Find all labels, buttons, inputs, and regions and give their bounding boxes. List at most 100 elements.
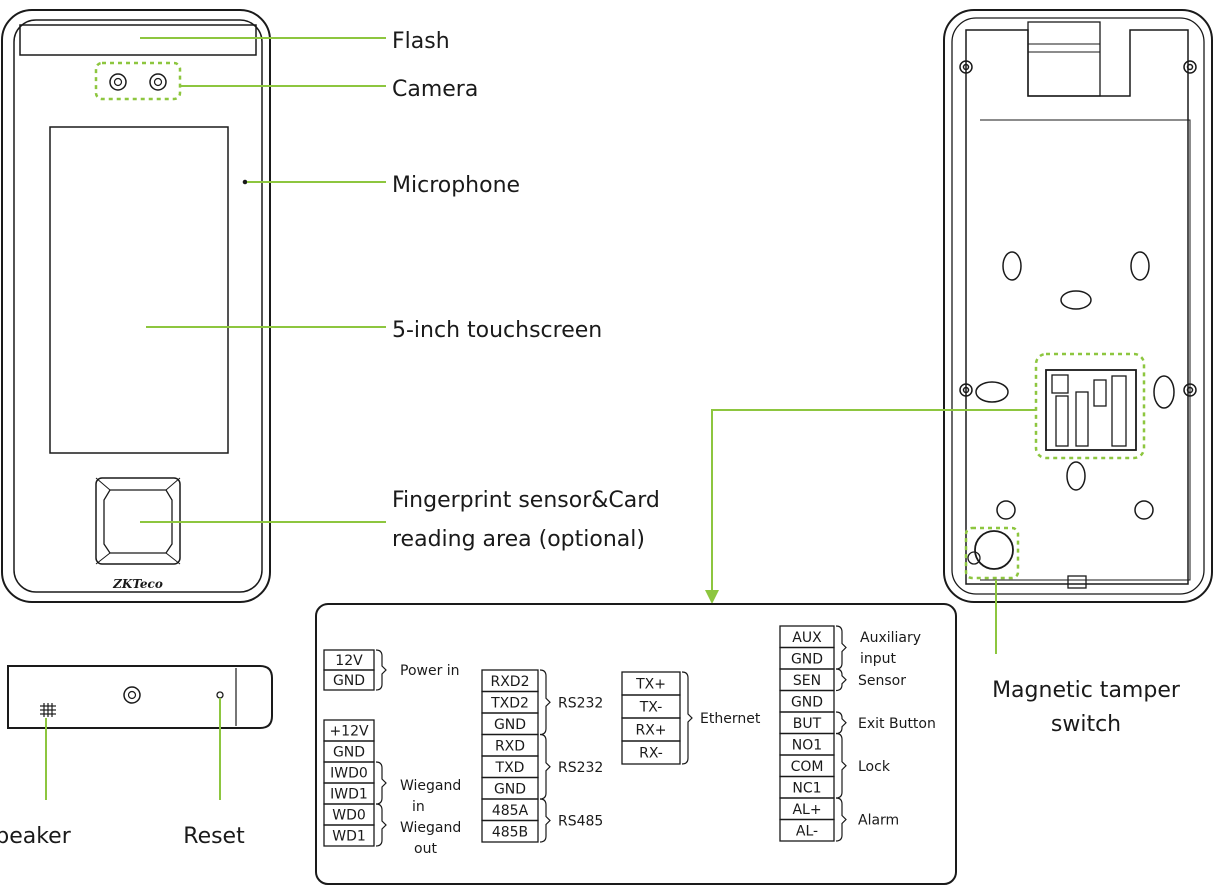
auxiliary-label-2: input — [860, 651, 897, 667]
touchscreen — [49, 126, 229, 454]
sensor-label: Sensor — [858, 673, 906, 689]
rs-terminal-rxd: RXD — [495, 738, 525, 754]
power-terminal-12v: 12V — [335, 653, 363, 669]
io-terminal-al: AL+ — [792, 802, 821, 818]
wiegand-terminal-wd0: WD0 — [332, 808, 366, 824]
camera-lens-left-icon — [109, 73, 127, 91]
io-terminal-no1: NO1 — [792, 737, 822, 753]
wiegand-terminal-wd1: WD1 — [332, 829, 366, 845]
wiegand-in-brace — [375, 761, 387, 805]
wiegand-out-label-1: Wiegand — [400, 820, 461, 836]
wiegand-out-brace — [375, 803, 387, 847]
rs-terminal-485a: 485A — [492, 803, 529, 819]
rs232-b-brace — [539, 733, 551, 800]
label-fingerprint-line2: reading area (optional) — [392, 527, 645, 552]
rs-terminal-txd2: TXD2 — [490, 695, 529, 711]
tamper-switch — [974, 530, 1014, 570]
label-flash: Flash — [392, 29, 450, 54]
label-microphone: Microphone — [392, 173, 520, 198]
power-terminal-cell — [323, 669, 375, 691]
label-tamper-line2: switch — [1051, 712, 1121, 737]
exit-button-brace — [835, 711, 847, 735]
mounting-plate — [965, 29, 1189, 585]
label-touchscreen: 5-inch touchscreen — [392, 318, 602, 343]
front-shell-outer — [1, 9, 271, 603]
power-in-label: Power in — [400, 663, 460, 679]
back-shell-outer — [943, 9, 1213, 603]
ethernet-label: Ethernet — [700, 711, 761, 727]
ethernet-terminal-tx: TX+ — [635, 677, 666, 693]
io-terminal-gnd: GND — [791, 694, 823, 710]
sensor-brace — [835, 668, 847, 692]
rs-terminal-485b: 485B — [492, 824, 528, 840]
io-terminal-gnd: GND — [791, 651, 823, 667]
wiegand-in-label-1: Wiegand — [400, 778, 461, 794]
back-view — [943, 9, 1213, 603]
lock-label: Lock — [858, 759, 891, 775]
auxiliary-brace — [835, 625, 847, 670]
back-screws — [959, 60, 1197, 397]
label-tamper-line1: Magnetic tamper — [992, 678, 1181, 703]
alarm-label: Alarm — [858, 813, 899, 829]
power-terminal-gnd: GND — [333, 673, 365, 689]
rs-terminal-gnd: GND — [494, 781, 526, 797]
rs485-label: RS485 — [558, 814, 603, 830]
wiegand-terminal-cell — [323, 824, 375, 847]
wiring-panel — [315, 603, 957, 885]
reset-hole-icon — [216, 691, 224, 699]
rs-terminal-txd: TXD — [495, 760, 525, 776]
power-in-brace — [375, 649, 387, 691]
front-shell-inner — [13, 19, 263, 593]
back-callout-lines — [711, 409, 1036, 654]
io-terminal-nc1: NC1 — [792, 780, 821, 796]
wiegand-terminal-iwd0: IWD0 — [330, 766, 368, 782]
exit-button-label: Exit Button — [858, 716, 936, 732]
back-shell-inner — [951, 17, 1205, 595]
alarm-brace — [835, 797, 847, 842]
top-tab — [1027, 21, 1101, 97]
back-highlights — [964, 352, 1146, 580]
bottom-screw-icon — [123, 686, 141, 704]
front-view — [1, 9, 271, 603]
ethernet-terminal-tx: TX- — [639, 700, 663, 716]
speaker-grille-icon — [40, 703, 56, 717]
rs232-a-brace — [539, 669, 551, 736]
rs232-a-label: RS232 — [558, 695, 603, 711]
io-terminal-com: COM — [791, 759, 824, 775]
label-camera: Camera — [392, 77, 478, 102]
bottom-shell — [7, 665, 273, 729]
ethernet-brace — [681, 671, 693, 765]
rs485-brace — [539, 798, 551, 843]
wiegand-in-label-2: in — [412, 799, 425, 815]
label-speaker: Speaker — [0, 824, 72, 849]
bottom-callout-lines — [45, 698, 221, 800]
label-fingerprint-line1: Fingerprint sensor&Card — [392, 488, 660, 513]
bottom-view — [7, 665, 273, 729]
io-terminal-but: BUT — [793, 716, 822, 732]
arrow-down-icon — [705, 590, 719, 604]
io-terminal-cell — [779, 818, 835, 842]
rs-terminal-gnd: GND — [494, 717, 526, 733]
front-callout-lines — [140, 37, 386, 523]
lock-brace — [835, 732, 847, 799]
ethernet-terminal-rx: RX+ — [635, 723, 666, 739]
io-terminal-aux: AUX — [792, 630, 822, 646]
rs232-b-label: RS232 — [558, 760, 603, 776]
auxiliary-label-1: Auxiliary — [860, 630, 921, 646]
wiegand-terminal-iwd1: IWD1 — [330, 787, 368, 803]
rs-terminal-cell — [481, 819, 539, 843]
brand-logo: ZKTeco — [112, 577, 163, 591]
ethernet-terminal-rx: RX- — [639, 746, 663, 762]
io-terminal-sen: SEN — [793, 673, 821, 689]
wiegand-terminal-gnd: GND — [333, 745, 365, 761]
flash-window — [19, 24, 257, 56]
io-terminal-al: AL- — [796, 823, 818, 839]
camera-lens-right-icon — [149, 73, 167, 91]
connector-block — [1045, 369, 1137, 451]
inner-recess — [980, 119, 1191, 581]
camera-highlight — [94, 61, 182, 101]
wiegand-terminal-12v: +12V — [329, 724, 369, 740]
rs-terminal-rxd2: RXD2 — [490, 674, 529, 690]
